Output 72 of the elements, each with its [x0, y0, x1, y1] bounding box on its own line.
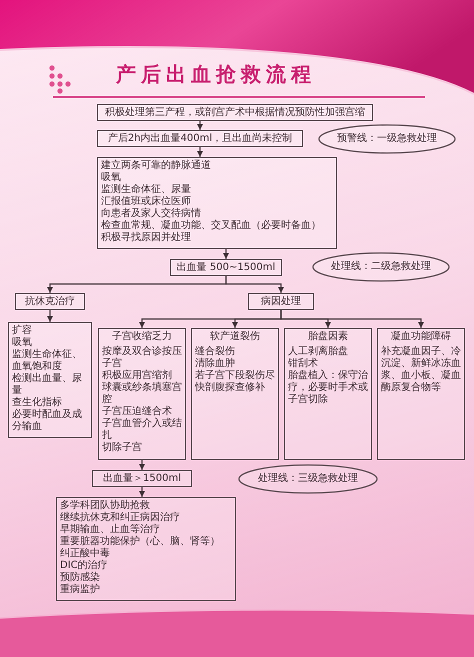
- process-box: [97, 104, 373, 121]
- process-box: [248, 293, 314, 310]
- process-box: [284, 328, 372, 460]
- process-box: [98, 328, 186, 460]
- arrow: [197, 121, 203, 130]
- step-text: 向患者及家人交待病情: [101, 208, 201, 220]
- arrow: [47, 310, 53, 322]
- step-text: 监测生命体征、血氧饱和度: [12, 349, 83, 372]
- step-text: 检测出血量、尿量: [12, 373, 83, 396]
- step-text: DIC的治疗: [60, 560, 108, 572]
- step-text: 按摩及双合诊按压子宫: [102, 346, 182, 370]
- step-text: 人工剥离胎盘: [288, 346, 348, 358]
- step-text: 重病监护: [60, 584, 100, 596]
- step-text: 监测生命体征、尿量: [101, 184, 191, 196]
- step-text: 补充凝血因子、冷沉淀、新鲜冰冻血浆、血小板、凝血酶原复合物等: [381, 346, 461, 394]
- step-text: 建立两条可靠的静脉通道: [101, 160, 211, 172]
- arrow: [139, 460, 145, 470]
- step-text: 抗休克治疗: [25, 296, 75, 308]
- step-text: 病因处理: [261, 296, 301, 308]
- step-text: 钳刮术: [288, 358, 318, 370]
- step-text: 纠正酸中毒: [60, 548, 110, 560]
- step-text: 胎盘植入：保守治疗，必要时手术或子宫切除: [288, 370, 368, 406]
- step-text: 预防感染: [60, 572, 100, 584]
- process-box: [97, 130, 303, 147]
- arrow: [197, 147, 203, 157]
- note-text: 处理线：二级急救处理: [331, 261, 431, 273]
- step-text: 积极应用宫缩剂: [102, 370, 172, 382]
- step-text: 清除血肿: [195, 358, 235, 370]
- step-text: 继续抗休克和纠正病因治疗: [60, 512, 180, 524]
- step-text: 子宫压迫缝合术: [102, 406, 172, 418]
- title: 产后出血抢救流程: [116, 62, 316, 86]
- step-text: 球囊或纱条填塞宫腔: [102, 382, 182, 406]
- step-text: 必要时配血及成分输血: [12, 409, 83, 433]
- step-text: 缝合裂伤: [195, 346, 235, 358]
- step-text: 积极寻找原因并处理: [101, 232, 191, 244]
- step-text: 吸氧: [101, 172, 121, 184]
- arrow: [225, 276, 284, 293]
- arrow: [139, 487, 145, 497]
- note-text: 预警线：一级急救处理: [337, 133, 437, 145]
- process-box: [15, 293, 85, 310]
- step-text: 积极处理第三产程，或剖宫产术中根据情况预防性加强宫缩: [105, 106, 365, 118]
- step-text: 产后2h内出血量400ml，且出血尚未控制: [108, 132, 292, 144]
- note-ellipse: [318, 124, 456, 154]
- note-ellipse: [238, 464, 378, 494]
- heading-text: 凝血功能障碍: [391, 331, 451, 343]
- step-text: 子宫血管介入或结扎: [102, 418, 182, 442]
- arrow: [223, 249, 229, 259]
- step-text: 切除子宫: [102, 442, 142, 454]
- process-box: [56, 497, 236, 601]
- process-box: [97, 157, 337, 249]
- step-text: 扩容: [12, 325, 32, 337]
- process-box: [8, 322, 92, 438]
- step-text: 早期输血、止血等治疗: [60, 524, 160, 536]
- note-text: 处理线：三级急救处理: [258, 473, 358, 485]
- process-box: [191, 328, 279, 460]
- process-box: [170, 259, 282, 276]
- step-text: 吸氧: [12, 337, 32, 348]
- note-ellipse: [312, 252, 450, 282]
- step-text: 检查血常规、凝血功能、交叉配血（必要时备血）: [101, 220, 321, 232]
- heading-text: 软产道裂伤: [210, 331, 260, 343]
- step-text: 查生化指标: [12, 397, 62, 408]
- step-text: 汇报值班或床位医师: [101, 196, 191, 208]
- arrow: [280, 310, 424, 328]
- step-text: 重要脏器功能保护（心、脑、肾等）: [60, 536, 220, 548]
- process-box: [377, 328, 465, 460]
- heading-text: 子宫收缩乏力: [112, 331, 172, 343]
- step-text: 若子宫下段裂伤尽快剖腹探查修补: [195, 370, 275, 394]
- heading-text: 胎盘因素: [308, 331, 348, 343]
- step-text: 出血量＞1500ml: [103, 472, 181, 484]
- step-text: 出血量 500~1500ml: [176, 262, 276, 274]
- step-text: 多学科团队协助抢救: [60, 500, 150, 512]
- process-box: [92, 470, 192, 487]
